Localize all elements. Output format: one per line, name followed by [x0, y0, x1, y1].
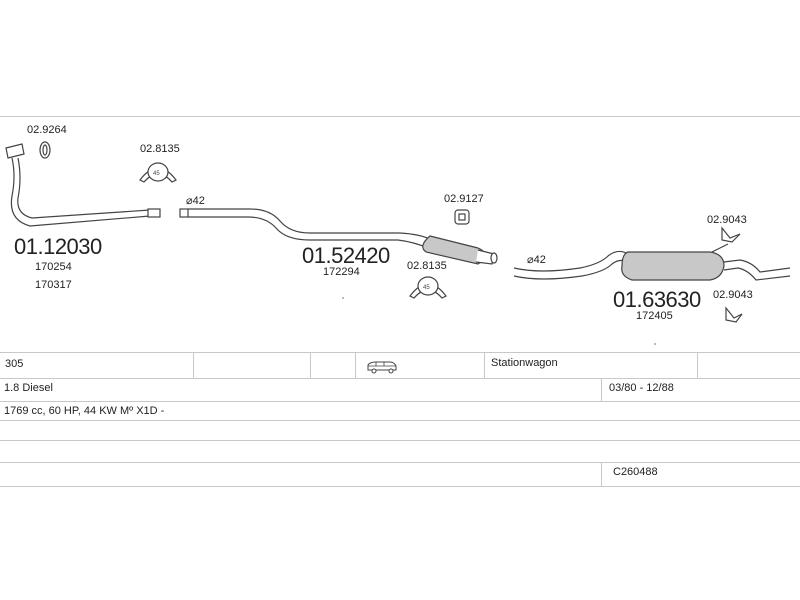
hanger-icon: 45	[139, 162, 177, 183]
diameter-label: ⌀42	[186, 195, 205, 207]
accessory-label: 02.9043	[707, 214, 747, 226]
part-ref: 172294	[323, 266, 360, 278]
part-number: 01.52420	[302, 243, 390, 268]
table-top-border	[0, 352, 800, 353]
dot-marker	[654, 343, 656, 345]
table-col-line	[601, 462, 602, 486]
middle-pipe	[179, 208, 498, 265]
table-col-line	[310, 352, 311, 378]
svg-text:45: 45	[153, 171, 160, 177]
years-cell: 03/80 - 12/88	[609, 382, 674, 394]
code-cell: C260488	[613, 466, 658, 478]
accessory-label: 02.8135	[140, 143, 180, 155]
accessory-label: 02.9127	[444, 193, 484, 205]
stationwagon-car-icon	[367, 361, 397, 374]
table-row-line	[0, 440, 800, 441]
table-col-line	[193, 352, 194, 378]
dot-marker	[342, 297, 344, 299]
engine-cell: 1.8 Diesel	[4, 382, 53, 394]
accessory-label: 02.8135	[407, 260, 447, 272]
rubber-mount-icon	[721, 226, 743, 323]
part-ref: 172405	[636, 310, 673, 322]
diameter-label: ⌀42	[527, 254, 546, 266]
model-cell: 305	[5, 358, 24, 370]
table-col-line	[484, 352, 485, 378]
exhaust-diagram: 45 45	[5, 141, 791, 345]
diagram-top-border	[0, 116, 800, 117]
clamp-mid-icon	[454, 209, 470, 225]
spec-cell: 1769 cc, 60 HP, 44 KW Mº X1D -	[4, 405, 165, 417]
svg-text:45: 45	[423, 285, 430, 291]
part-ref: 170317	[35, 279, 72, 291]
table-row-line	[0, 462, 800, 463]
table-bottom-border	[0, 486, 800, 487]
body-type-cell: Stationwagon	[491, 357, 558, 369]
accessory-label: 02.9043	[713, 289, 753, 301]
accessory-label: 02.9264	[27, 124, 67, 136]
part-number: 01.63630	[613, 287, 701, 312]
table-row-line	[0, 401, 800, 402]
table-row-line	[0, 378, 800, 379]
rear-pipe	[513, 243, 791, 281]
front-pipe	[5, 143, 161, 227]
table-col-line	[697, 352, 698, 378]
hanger-mid-icon: 45	[409, 276, 447, 299]
part-number: 01.12030	[14, 234, 102, 259]
table-row-line	[0, 420, 800, 421]
clamp-icon	[39, 141, 51, 159]
part-ref: 170254	[35, 261, 72, 273]
table-col-line	[355, 352, 356, 378]
table-col-line	[601, 378, 602, 401]
